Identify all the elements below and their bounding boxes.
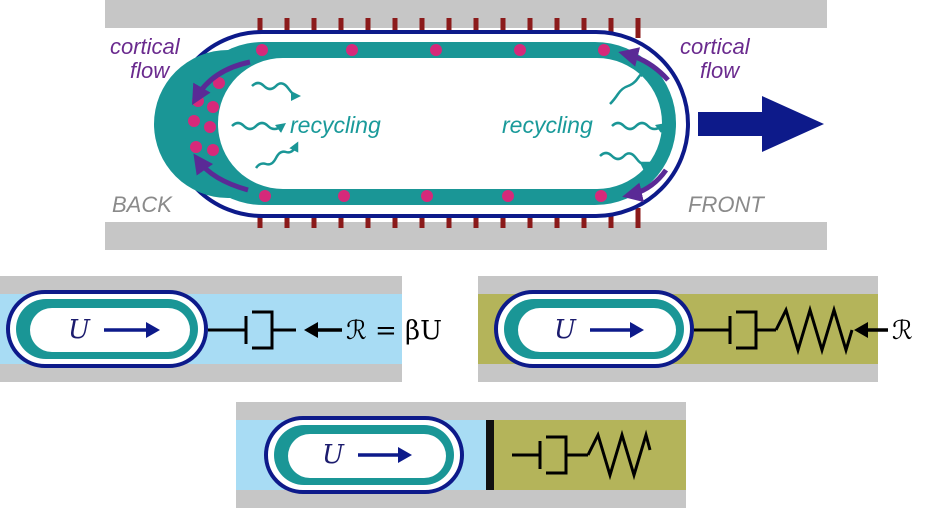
panel-viscous-wall-lower (0, 364, 402, 382)
squiggle-left-2 (231, 121, 287, 133)
panel-interface-wall-lower (236, 490, 686, 508)
panel-viscoelastic: U ℛ (478, 276, 913, 382)
dashpot (694, 310, 776, 350)
squiggle-left-1 (251, 81, 301, 101)
cell-large (154, 30, 690, 218)
spring (774, 304, 854, 356)
flow-arrow-front-lower (622, 168, 669, 203)
velocity-arrow (104, 322, 160, 338)
panel-viscous: U ℛ = βU (0, 276, 442, 382)
cortex-particles (188, 44, 610, 202)
velocity-arrow (590, 322, 644, 338)
force-label-left: ℛ = βU (346, 316, 442, 346)
panel-viscous-wall-upper (0, 276, 402, 294)
panel-viscoelastic-wall-upper (478, 276, 878, 294)
cortical-flow-right-line1: cortical (680, 34, 751, 59)
squiggle-right-1 (609, 67, 651, 105)
matrix-boundary (486, 420, 494, 490)
cell-cortex-back-thickening (154, 50, 258, 198)
flow-arrow-back-lower (193, 153, 249, 193)
top-wall-upper (105, 0, 827, 28)
motion-arrow (698, 96, 824, 152)
dashpot (512, 435, 588, 475)
squiggle-left-3 (254, 141, 299, 169)
back-label: BACK (112, 192, 173, 217)
recycling-squiggles (231, 67, 667, 171)
top-panel: cortical flow cortical flow recycling re… (105, 0, 827, 250)
cortical-flow-arrows (192, 47, 670, 203)
cell-cytoplasm (218, 58, 662, 189)
recycling-right-label: recycling (502, 112, 593, 138)
velocity-label: U (322, 440, 345, 470)
top-wall-lower (105, 222, 827, 250)
force-arrow (304, 322, 342, 338)
flow-arrow-front-upper (618, 47, 670, 82)
velocity-label: U (68, 315, 91, 345)
squiggle-right-3 (599, 151, 651, 171)
force-label-right: ℛ (892, 316, 913, 346)
panel-viscoelastic-wall-lower (478, 364, 878, 382)
dashpot (208, 310, 296, 350)
cortical-flow-left-line2: flow (130, 58, 171, 83)
force-arrow (854, 322, 888, 338)
recycling-left-label: recycling (290, 112, 381, 138)
flow-arrow-back-upper (192, 59, 251, 105)
cortical-flow-left-line1: cortical (110, 34, 181, 59)
squiggle-right-2 (611, 121, 667, 133)
cortical-flow-right-line2: flow (700, 58, 741, 83)
spring (586, 429, 652, 481)
panel-interface: U (236, 402, 686, 508)
velocity-arrow (358, 447, 412, 463)
panel-interface-wall-upper (236, 402, 686, 420)
velocity-label: U (554, 315, 577, 345)
front-label: FRONT (688, 192, 765, 217)
